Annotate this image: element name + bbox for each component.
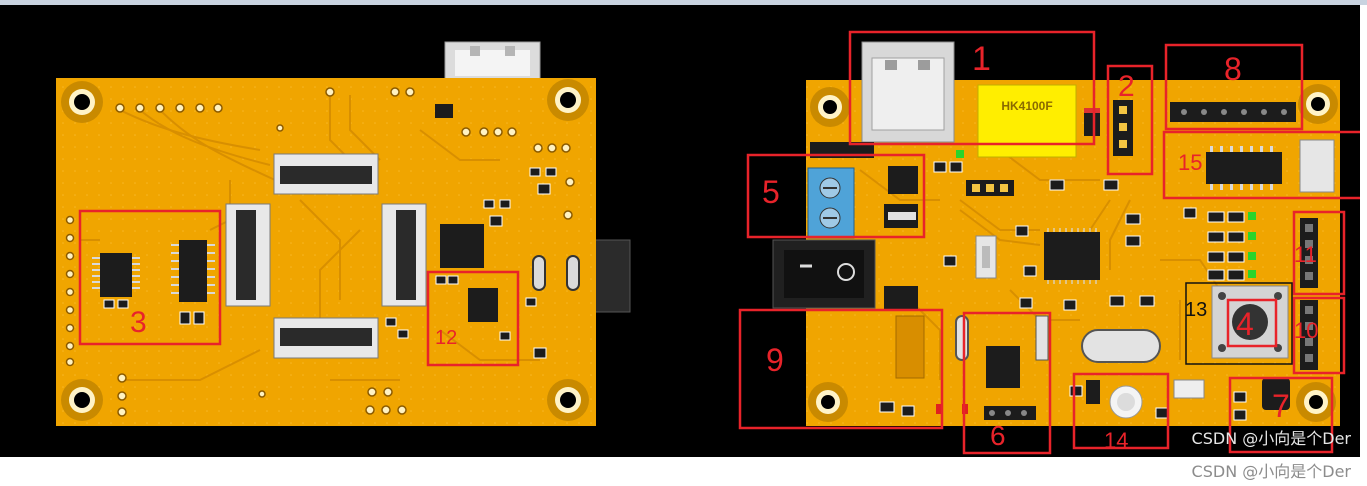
mounting-hole	[547, 79, 589, 121]
callout-box-7	[1228, 376, 1334, 454]
watermark-caption: CSDN @小向是个Der	[1191, 462, 1351, 481]
callout-label-9: 9	[766, 342, 784, 378]
ic-chip	[468, 288, 498, 322]
fpc-connector	[273, 317, 379, 359]
mounting-hole	[547, 379, 589, 421]
ic-chip	[179, 240, 207, 302]
callout-label-4: 4	[1236, 306, 1254, 342]
pin-header	[1300, 300, 1318, 370]
callout-label-13: 13	[1185, 299, 1208, 321]
callout-label-15: 15	[1178, 150, 1203, 175]
callout-label-14: 14	[1104, 428, 1129, 453]
callout-label-3: 3	[130, 306, 147, 339]
callout-box-9	[738, 308, 944, 430]
rocker-switch	[772, 239, 876, 309]
mounting-hole	[1296, 382, 1336, 422]
ic-chip	[440, 224, 484, 268]
callout-box-1	[848, 30, 1096, 146]
callout-label-11: 11	[1294, 242, 1317, 267]
pin-header	[1113, 100, 1133, 156]
callout-box-10	[1292, 296, 1346, 375]
callout-label-8: 8	[1224, 51, 1242, 87]
mounting-hole	[61, 81, 103, 123]
callout-box-8	[1164, 43, 1304, 131]
callout-box-12	[426, 270, 520, 367]
callout-box-2	[1106, 64, 1154, 176]
mounting-hole	[61, 379, 103, 421]
pin-header	[1170, 102, 1296, 122]
callout-label-12: 12	[435, 327, 458, 349]
callout-box-3	[78, 209, 222, 346]
callout-label-7: 7	[1272, 388, 1290, 424]
ic-chip	[986, 346, 1020, 388]
callout-box-4	[1226, 298, 1278, 348]
fpc-connector	[225, 203, 271, 307]
callout-label-2: 2	[1118, 70, 1135, 103]
callout-label-10: 10	[1294, 318, 1319, 343]
relay-module	[977, 84, 1077, 158]
pcb-bottom-view	[56, 41, 631, 426]
pcb-render: HK4100F	[56, 30, 1360, 455]
mounting-hole	[1298, 84, 1338, 124]
callout-box-6	[962, 311, 1052, 455]
callout-label-6: 6	[990, 420, 1006, 451]
terminal-block	[807, 167, 855, 239]
callout-box-14	[1072, 372, 1170, 450]
viewer-top-border	[0, 0, 1367, 5]
callout-label-5: 5	[762, 174, 780, 210]
callout-box-15	[1162, 130, 1360, 200]
callout-box-13	[1185, 282, 1293, 365]
mcu-chip	[1044, 228, 1100, 284]
ic-chip	[1206, 152, 1282, 184]
usb-connector	[861, 41, 955, 143]
mounting-hole	[810, 87, 850, 127]
callout-box-5	[746, 153, 926, 239]
relay-marking: HK4100F	[1001, 99, 1052, 113]
callout-box-11	[1292, 210, 1346, 296]
callout-label-1: 1	[972, 40, 991, 78]
mounting-hole	[808, 382, 848, 422]
pcb-render-viewport: HK4100F	[0, 5, 1360, 457]
side-connector	[594, 239, 631, 313]
watermark-overlay: CSDN @小向是个Der	[1191, 429, 1351, 448]
fpc-connector	[381, 203, 427, 307]
pcb-top-view: HK4100F	[772, 41, 1340, 426]
ic-chip	[100, 253, 132, 297]
pin-header	[1300, 218, 1318, 288]
fpc-connector	[273, 153, 379, 195]
